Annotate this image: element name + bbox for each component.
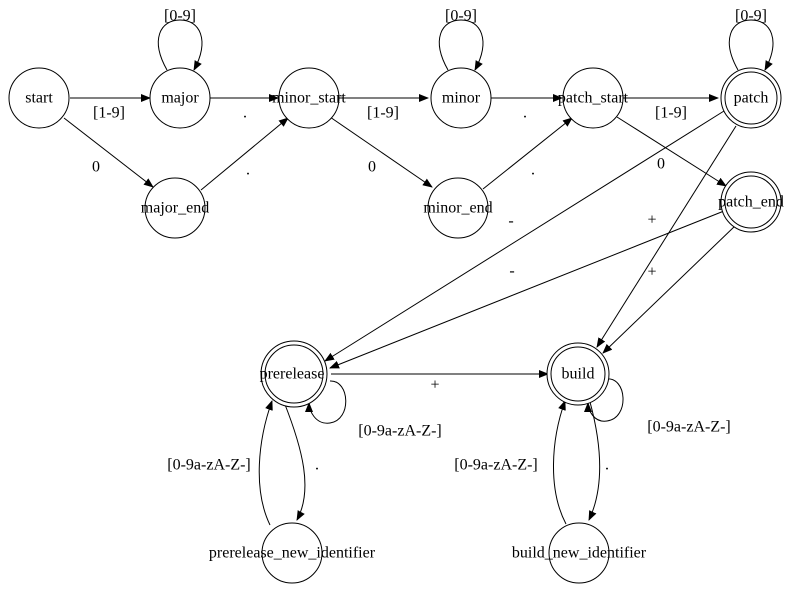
edge-label-minor-loop: [0-9] bbox=[445, 8, 477, 25]
state-minor: minor bbox=[430, 67, 492, 129]
edge-build-to-new: . bbox=[588, 401, 609, 521]
state-patch-end: patch_end bbox=[718, 171, 784, 233]
edge-label-build-to-new: . bbox=[605, 457, 609, 474]
state-prerelease-new-identifier: prerelease_new_identifier bbox=[209, 522, 376, 584]
edge-patch-loop: [0-9] bbox=[728, 8, 774, 71]
edge-start-major: [1-9] bbox=[70, 94, 151, 122]
edge-label-start-major: [1-9] bbox=[93, 105, 125, 122]
state-label-prerelease-new-identifier: prerelease_new_identifier bbox=[209, 545, 376, 562]
edge-patch-start-patch-end: 0 bbox=[616, 116, 727, 187]
state-patch-start: patch_start bbox=[558, 67, 629, 129]
state-label-major-end: major_end bbox=[141, 200, 209, 217]
state-major-end: major_end bbox=[141, 177, 209, 239]
edge-patch-build: + bbox=[596, 125, 737, 348]
edge-major-end-minor-start: . bbox=[200, 117, 289, 191]
state-minor-end: minor_end bbox=[423, 177, 493, 239]
edge-minor-start-minor-end: 0 bbox=[329, 116, 433, 188]
state-label-minor-start: minor_start bbox=[272, 90, 346, 107]
state-minor-start: minor_start bbox=[272, 67, 346, 129]
state-start: start bbox=[8, 67, 70, 129]
state-prerelease: prerelease bbox=[260, 340, 328, 408]
state-label-minor: minor bbox=[442, 90, 481, 107]
edge-label-patch-end-build: + bbox=[647, 264, 656, 281]
edge-minor-end-patch-start: . bbox=[482, 117, 573, 190]
edge-label-minor-start-minor-end: 0 bbox=[368, 159, 376, 176]
edge-label-prerelease-to-new: . bbox=[315, 457, 319, 474]
state-label-patch: patch bbox=[734, 90, 769, 107]
edge-patch-start-patch: [1-9] bbox=[623, 94, 719, 122]
edge-minor-patch-start: . bbox=[491, 94, 563, 122]
edge-label-prerelease-loop: [0-9a-zA-Z-] bbox=[358, 423, 442, 440]
edge-label-minor-start-minor: [1-9] bbox=[367, 105, 399, 122]
edge-label-major-end-minor-start: . bbox=[246, 162, 250, 179]
edge-label-patch-build: + bbox=[647, 212, 656, 229]
edge-label-new-to-prerelease: [0-9a-zA-Z-] bbox=[167, 457, 251, 474]
edge-start-major-end: 0 bbox=[63, 117, 154, 188]
edge-label-minor-patch-start: . bbox=[523, 105, 527, 122]
edge-patch-prerelease: - bbox=[324, 110, 725, 362]
state-label-build-new-identifier: build_new_identifier bbox=[512, 545, 647, 562]
state-label-patch-end: patch_end bbox=[718, 194, 784, 211]
edge-label-prerelease-build: + bbox=[430, 377, 439, 394]
edge-label-new-to-build: [0-9a-zA-Z-] bbox=[454, 457, 538, 474]
edge-label-patch-start-patch: [1-9] bbox=[655, 105, 687, 122]
edge-label-patch-loop: [0-9] bbox=[735, 8, 767, 25]
state-label-patch-start: patch_start bbox=[558, 90, 629, 107]
state-major: major bbox=[149, 67, 211, 129]
edge-label-patch-prerelease: - bbox=[508, 213, 513, 230]
edge-prerelease-to-new: . bbox=[283, 401, 319, 521]
edge-new-to-build: [0-9a-zA-Z-] bbox=[454, 400, 567, 525]
state-label-minor-end: minor_end bbox=[423, 200, 492, 217]
edge-label-minor-end-patch-start: . bbox=[531, 162, 535, 179]
edge-minor-start-minor: [1-9] bbox=[339, 94, 429, 122]
edge-label-patch-end-prerelease: - bbox=[509, 263, 514, 280]
edge-patch-end-build: + bbox=[602, 224, 737, 354]
edge-prerelease-build: + bbox=[331, 370, 549, 394]
edge-major-minor-start: . bbox=[210, 94, 279, 122]
edge-build-loop: [0-9a-zA-Z-] bbox=[584, 378, 731, 436]
edge-prerelease-loop: [0-9a-zA-Z-] bbox=[305, 380, 442, 440]
edge-label-major-minor-start: . bbox=[243, 105, 247, 122]
state-patch: patch bbox=[720, 67, 782, 129]
state-label-prerelease: prerelease bbox=[260, 366, 325, 383]
edge-label-patch-start-patch-end: 0 bbox=[657, 156, 665, 173]
state-label-build: build bbox=[562, 366, 595, 383]
edge-label-start-major-end: 0 bbox=[92, 159, 100, 176]
edge-minor-loop: [0-9] bbox=[438, 8, 484, 71]
edge-major-loop: [0-9] bbox=[157, 8, 203, 71]
edge-label-major-loop: [0-9] bbox=[164, 8, 196, 25]
edge-new-to-prerelease: [0-9a-zA-Z-] bbox=[167, 400, 273, 526]
state-build: build bbox=[546, 342, 610, 406]
state-label-major: major bbox=[161, 90, 199, 107]
state-label-start: start bbox=[25, 90, 53, 107]
edge-patch-end-prerelease: - bbox=[329, 210, 725, 369]
edge-label-build-loop: [0-9a-zA-Z-] bbox=[647, 419, 731, 436]
state-build-new-identifier: build_new_identifier bbox=[512, 522, 647, 584]
